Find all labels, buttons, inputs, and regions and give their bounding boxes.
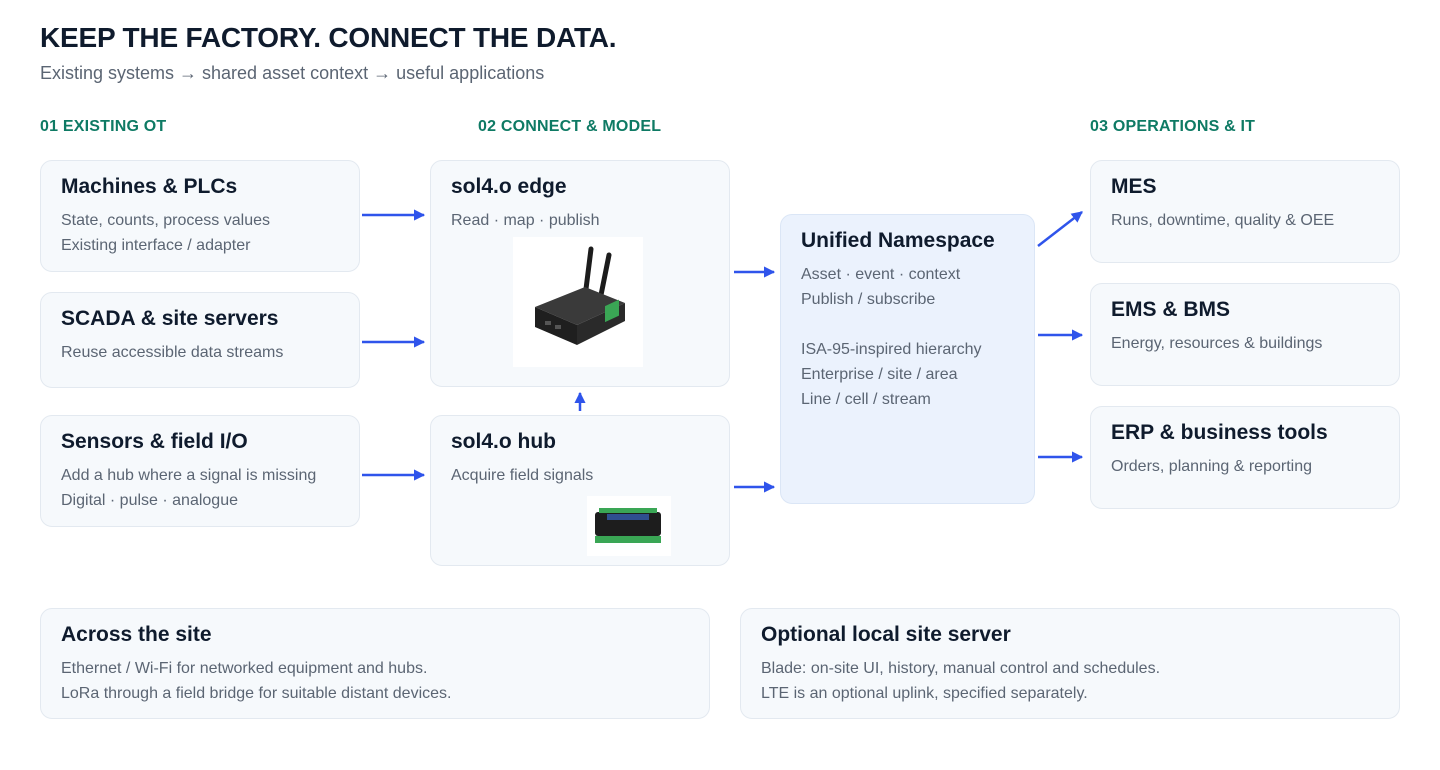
card-description: Orders, planning & reporting bbox=[1111, 454, 1312, 479]
card-line: Orders, planning & reporting bbox=[1111, 458, 1312, 475]
card-title: sol4.o edge bbox=[451, 175, 567, 198]
card-line: Digital · pulse · analogue bbox=[61, 492, 238, 509]
card-title: SCADA & site servers bbox=[61, 307, 279, 330]
card-line: Ethernet / Wi-Fi for networked equipment… bbox=[61, 660, 428, 677]
edge-gateway-image bbox=[513, 237, 643, 367]
card-line: Energy, resources & buildings bbox=[1111, 335, 1323, 352]
card-optional-local-site-server: Optional local site server Blade: on-sit… bbox=[740, 608, 1400, 719]
card-description: State, counts, process values Existing i… bbox=[61, 208, 270, 258]
card-title: Optional local site server bbox=[761, 623, 1011, 646]
column-heading-existing-ot: 01 EXISTING OT bbox=[40, 118, 167, 135]
card-line: LoRa through a field bridge for suitable… bbox=[61, 685, 452, 702]
card-title: sol4.o hub bbox=[451, 430, 556, 453]
card-line: ISA-95-inspired hierarchy bbox=[801, 341, 982, 358]
page-subtitle: Existing systems → shared asset context … bbox=[40, 63, 545, 83]
card-line: Asset · event · context bbox=[801, 266, 961, 283]
card-description: Runs, downtime, quality & OEE bbox=[1111, 208, 1334, 233]
card-sol4o-hub: sol4.o hub Acquire field signals bbox=[430, 415, 730, 566]
card-title: EMS & BMS bbox=[1111, 298, 1231, 321]
card-line: Reuse accessible data streams bbox=[61, 344, 284, 361]
card-unified-namespace: Unified Namespace Asset · event · contex… bbox=[780, 214, 1035, 504]
card-title: ERP & business tools bbox=[1111, 421, 1328, 444]
card-title: Machines & PLCs bbox=[61, 175, 238, 198]
card-title: Unified Namespace bbox=[801, 229, 995, 252]
card-description: Blade: on-site UI, history, manual contr… bbox=[761, 656, 1160, 706]
page-title: KEEP THE FACTORY. CONNECT THE DATA. bbox=[40, 22, 617, 53]
card-machines-plcs: Machines & PLCs State, counts, process v… bbox=[40, 160, 360, 272]
card-description: Add a hub where a signal is missing Digi… bbox=[61, 463, 316, 513]
card-title: MES bbox=[1111, 175, 1157, 198]
card-line: Acquire field signals bbox=[451, 467, 594, 484]
card-scada-site-servers: SCADA & site servers Reuse accessible da… bbox=[40, 292, 360, 388]
card-description: Ethernet / Wi-Fi for networked equipment… bbox=[61, 656, 451, 706]
card-description: Asset · event · context Publish / subscr… bbox=[801, 262, 982, 412]
arrow-uns-to-mes bbox=[1037, 211, 1083, 247]
card-line: Read · map · publish bbox=[451, 212, 600, 229]
card-description: Read · map · publish bbox=[451, 208, 600, 233]
card-description: Acquire field signals bbox=[451, 463, 593, 488]
card-across-the-site: Across the site Ethernet / Wi-Fi for net… bbox=[40, 608, 710, 719]
card-line: Runs, downtime, quality & OEE bbox=[1111, 212, 1335, 229]
card-sensors-field-io: Sensors & field I/O Add a hub where a si… bbox=[40, 415, 360, 527]
hub-device-image bbox=[587, 496, 671, 556]
card-erp-business-tools: ERP & business tools Orders, planning & … bbox=[1090, 406, 1400, 509]
column-heading-operations-it: 03 OPERATIONS & IT bbox=[1090, 118, 1256, 135]
card-sol4o-edge: sol4.o edge Read · map · publish bbox=[430, 160, 730, 387]
card-line: Existing interface / adapter bbox=[61, 237, 251, 254]
card-title: Sensors & field I/O bbox=[61, 430, 248, 453]
card-description: Energy, resources & buildings bbox=[1111, 331, 1322, 356]
column-heading-connect-model: 02 CONNECT & MODEL bbox=[478, 118, 662, 135]
card-mes: MES Runs, downtime, quality & OEE bbox=[1090, 160, 1400, 263]
card-ems-bms: EMS & BMS Energy, resources & buildings bbox=[1090, 283, 1400, 386]
card-line: Publish / subscribe bbox=[801, 291, 936, 308]
card-line: Add a hub where a signal is missing bbox=[61, 467, 317, 484]
card-line: LTE is an optional uplink, specified sep… bbox=[761, 685, 1088, 702]
card-line: Line / cell / stream bbox=[801, 391, 931, 408]
card-line: Enterprise / site / area bbox=[801, 366, 958, 383]
card-description: Reuse accessible data streams bbox=[61, 340, 283, 365]
card-title: Across the site bbox=[61, 623, 212, 646]
card-line: Blade: on-site UI, history, manual contr… bbox=[761, 660, 1161, 677]
card-line: State, counts, process values bbox=[61, 212, 270, 229]
